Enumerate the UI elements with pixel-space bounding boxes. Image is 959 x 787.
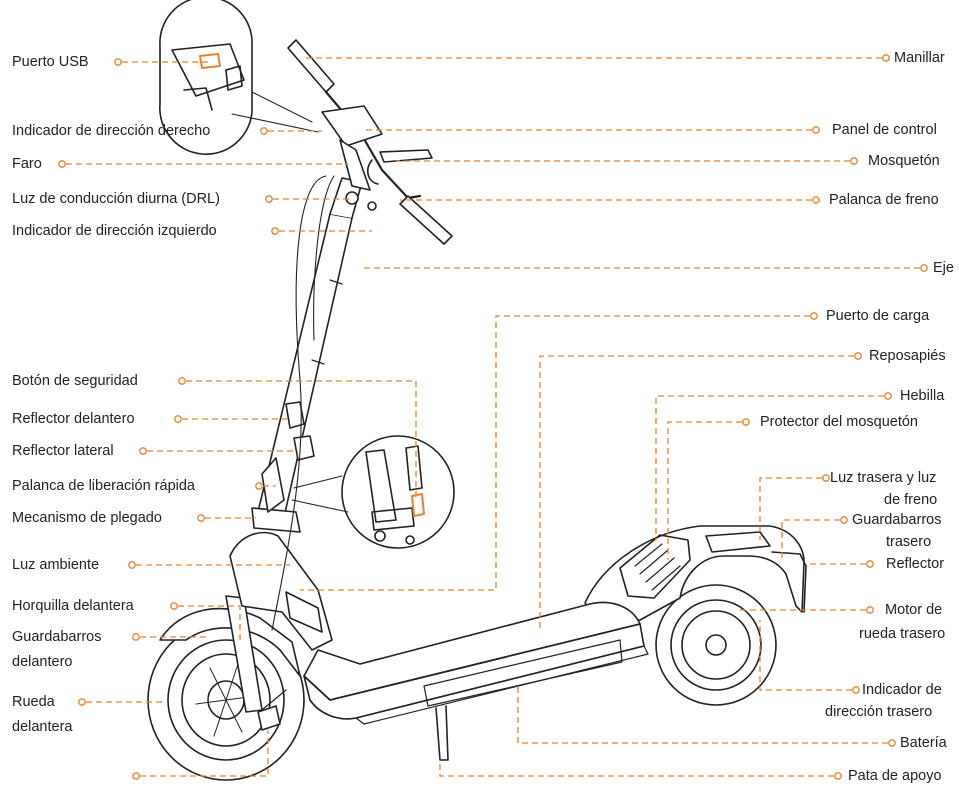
label-right-indicator: Indicador de dirección derecho	[12, 123, 211, 139]
deck-top	[303, 601, 641, 701]
label-headlight: Faro	[12, 156, 42, 172]
label-buckle: Hebilla	[900, 388, 945, 404]
label-front-fork: Horquilla delantera	[12, 598, 134, 614]
label-tail-light-line1: Luz trasera y luz	[830, 470, 937, 486]
label-reflector: Reflector	[886, 556, 945, 572]
ambient-light	[285, 591, 323, 633]
label-front-wheel-line1: Rueda	[12, 694, 55, 710]
front-reflector	[285, 401, 305, 429]
label-front-wheel-line2: delantera	[12, 719, 73, 735]
label-tail-light-line2: de freno	[884, 492, 938, 508]
buckle-guard	[619, 534, 691, 599]
folding-inset	[291, 435, 455, 549]
label-side-reflector: Reflector lateral	[12, 443, 114, 459]
label-drl: Luz de conducción diurna (DRL)	[12, 191, 220, 207]
side-reflector	[293, 435, 315, 461]
label-front-reflector: Reflector delantero	[12, 411, 135, 427]
label-usb-port: Puerto USB	[12, 54, 89, 70]
bell-carabiner	[366, 159, 379, 185]
callout-lines	[66, 57, 920, 777]
kickstand	[435, 705, 449, 761]
label-rear-indicator-line1: Indicador de	[862, 682, 942, 698]
label-footrest: Reposapiés	[869, 348, 946, 364]
battery-box	[423, 639, 623, 707]
label-rear-motor-line2: rueda trasero	[859, 626, 946, 642]
label-front-fender-line1: Guardabarros	[12, 629, 102, 645]
callout-dots	[58, 54, 928, 780]
handlebar	[287, 39, 453, 245]
brake-lever	[379, 149, 433, 163]
quick-release-lever	[261, 457, 285, 513]
label-rear-indicator-line2: dirección trasero	[825, 704, 933, 720]
label-carabiner-guard: Protector del mosquetón	[760, 414, 918, 430]
label-charging-port: Puerto de carga	[826, 308, 930, 324]
label-battery: Batería	[900, 735, 947, 751]
rear-fender-lip	[771, 551, 807, 613]
label-stem: Eje	[933, 260, 954, 276]
label-rear-motor-line1: Motor de	[885, 602, 943, 618]
front-body	[229, 531, 333, 651]
usb-inset	[159, 0, 319, 155]
label-front-fender-line2: delantero	[12, 654, 73, 670]
label-safety-button: Botón de seguridad	[12, 373, 138, 389]
label-handlebar: Manillar	[894, 50, 945, 66]
label-folding: Mecanismo de plegado	[12, 510, 162, 526]
control-panel	[321, 105, 383, 147]
tail-housing	[705, 531, 771, 553]
deck-side	[303, 623, 645, 720]
label-brake-lever: Palanca de freno	[829, 192, 939, 208]
label-rear-fender-line2: trasero	[886, 534, 932, 550]
label-carabiner: Mosquetón	[868, 153, 940, 169]
label-control-panel: Panel de control	[832, 122, 937, 138]
label-left-indicator: Indicador de dirección izquierdo	[12, 223, 217, 239]
folding-joint	[251, 507, 301, 533]
label-rear-fender-line1: Guardabarros	[852, 512, 942, 528]
front-fender	[159, 607, 301, 677]
brake-caliper	[257, 705, 281, 731]
label-ambient-light: Luz ambiente	[12, 557, 100, 573]
label-quick-release: Palanca de liberación rápida	[12, 478, 195, 494]
rear-wheel	[655, 584, 777, 706]
label-kickstand: Pata de apoyo	[848, 768, 942, 784]
